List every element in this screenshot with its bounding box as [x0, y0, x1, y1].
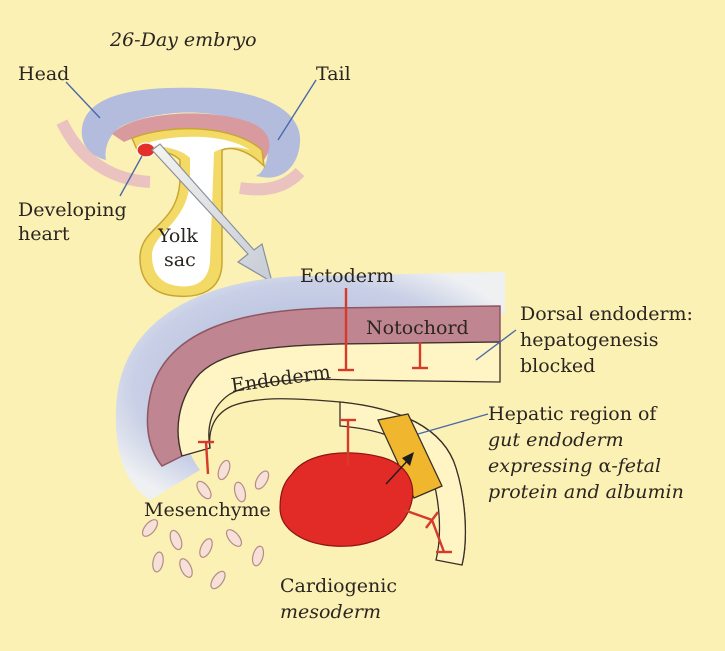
mesenchyme-cell — [179, 558, 193, 578]
cardiogenic-label-1: Cardiogenic — [280, 575, 397, 597]
tail-leader — [277, 79, 317, 141]
induction-arrow — [385, 457, 411, 485]
hepatic-label-2: gut endoderm — [488, 429, 624, 451]
hepatic-label-3: expressing α-fetal — [488, 455, 661, 477]
embryo-title: 26-Day embryo — [109, 29, 257, 51]
hepatic-label-3-prefix: expressing — [488, 455, 598, 477]
mesenchyme-cell — [152, 551, 164, 573]
mesenchyme-cell — [254, 470, 270, 490]
cardiogenic-label-2: mesoderm — [280, 601, 381, 623]
mesenchyme-label: Mesenchyme — [144, 499, 271, 521]
yolk-sac-label-1: Yolk — [157, 225, 198, 247]
yolk-sac-label-2: sac — [164, 249, 196, 271]
mesenchyme-cell — [251, 545, 265, 567]
endoderm-tube — [177, 341, 501, 457]
inset-ectoderm — [81, 87, 301, 178]
mesenchyme-cell — [141, 519, 159, 537]
notochord-label: Notochord — [366, 317, 469, 339]
hepatic-label-1: Hepatic region of — [488, 403, 658, 425]
head-leader — [65, 81, 101, 119]
dorsal-endoderm-label-2: hepatogenesis — [520, 329, 659, 351]
head-pink-arc — [56, 119, 151, 188]
induction-arrowhead — [402, 452, 414, 466]
mesenchyme-cells — [141, 459, 270, 590]
ventral-signal-bar-1 — [425, 511, 439, 529]
zoom-arrow — [151, 143, 273, 284]
ectoderm-label: Ectoderm — [300, 265, 394, 287]
tail-pink-arc — [239, 167, 305, 196]
mesenchyme-cell — [169, 529, 183, 551]
mesenchyme-cell — [233, 481, 247, 503]
dorsal-leader — [475, 329, 517, 361]
tail-label: Tail — [316, 63, 351, 85]
heart-leader — [119, 155, 143, 197]
mesenchyme-cell — [225, 529, 243, 547]
hepatic-label-3-suffix: -fetal — [611, 455, 661, 477]
hepatic-label-4: protein and albumin — [488, 481, 684, 503]
developing-heart-label-2: heart — [18, 223, 70, 245]
hepatic-leader — [417, 413, 489, 435]
mesenchyme-cell — [210, 570, 226, 590]
developing-heart-label-1: Developing — [18, 199, 127, 221]
cardiogenic-mesoderm — [279, 452, 414, 547]
hepatic-label-3-alpha: α — [598, 455, 611, 477]
mesenchyme-signal-line — [204, 441, 210, 475]
dorsal-endoderm-label-1: Dorsal endoderm: — [520, 303, 693, 325]
mesenchyme-cell — [217, 459, 231, 481]
tail-tip — [256, 150, 296, 177]
head-label: Head — [18, 63, 69, 85]
inhibition-signals — [198, 288, 452, 554]
mesenchyme-cell — [199, 538, 213, 558]
dorsal-endoderm-label-3: blocked — [520, 355, 595, 377]
yolk-sac — [150, 136, 250, 287]
embryo-inset — [56, 87, 305, 298]
inset-mesoderm — [112, 113, 270, 160]
mesenchyme-cell — [196, 480, 212, 500]
